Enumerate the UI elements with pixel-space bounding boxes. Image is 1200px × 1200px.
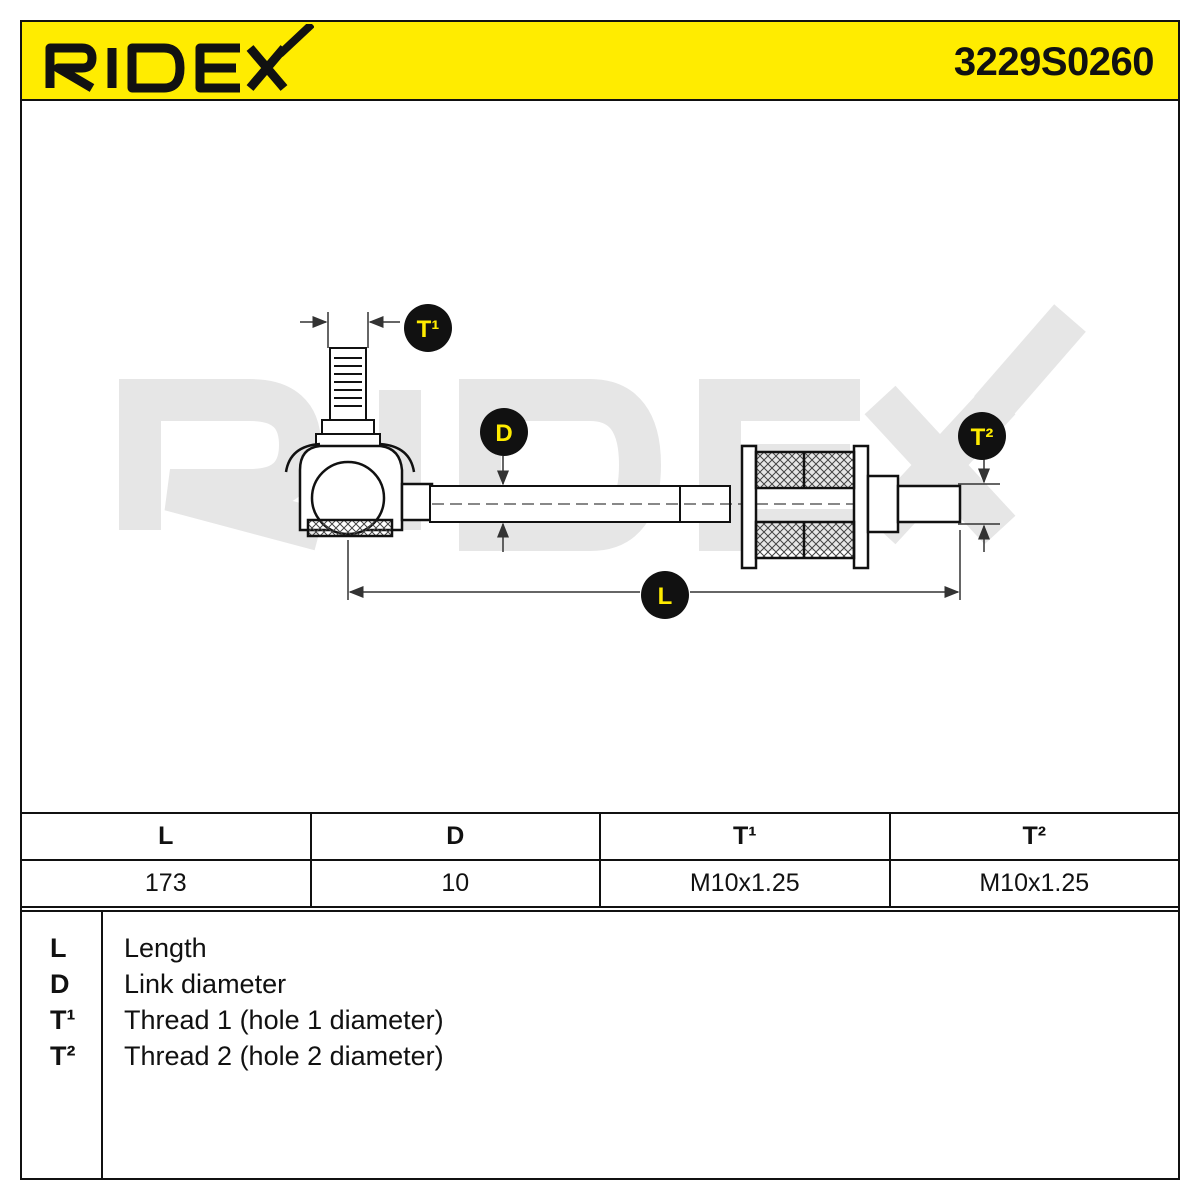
svg-text:T²: T²	[971, 424, 994, 451]
dimension-lines	[300, 312, 1000, 600]
spec-header-d: D	[309, 812, 601, 861]
legend-item: L Length	[22, 930, 1178, 966]
callout-t1: T¹	[404, 304, 452, 352]
callout-t2: T²	[958, 412, 1006, 460]
legend-desc: Length	[124, 933, 207, 963]
legend-divider	[101, 912, 103, 1178]
callout-l: L	[641, 571, 689, 619]
spec-header-t2: T²	[888, 812, 1180, 861]
ball-joint	[284, 442, 434, 538]
spec-table: L D T¹ T² 173 10 M10x1.25 M10x1.25	[20, 812, 1180, 908]
upper-stud	[315, 347, 381, 449]
callout-d: D	[480, 408, 528, 456]
legend-key: T¹	[50, 1005, 76, 1035]
svg-text:L: L	[658, 583, 673, 610]
header-bar: 3229S0260	[20, 20, 1180, 101]
legend-item: T² Thread 2 (hole 2 diameter)	[22, 1038, 1178, 1074]
legend-item: T¹ Thread 1 (hole 1 diameter)	[22, 1002, 1178, 1038]
bushing-assembly	[740, 444, 962, 570]
spec-value-l: 173	[20, 859, 312, 908]
legend-desc: Link diameter	[124, 969, 287, 999]
brand-logo	[45, 24, 314, 93]
spec-header-t1: T¹	[599, 812, 891, 861]
legend-desc: Thread 1 (hole 1 diameter)	[124, 1005, 444, 1035]
spec-value-d: 10	[309, 859, 601, 908]
technical-drawing: T¹ D T² L	[119, 304, 1086, 619]
spec-value-row: 173 10 M10x1.25 M10x1.25	[20, 859, 1180, 908]
legend-key: L	[50, 933, 67, 963]
legend-key: D	[50, 969, 70, 999]
link-rod	[429, 485, 950, 523]
legend-item: D Link diameter	[22, 966, 1178, 1002]
svg-text:T¹: T¹	[417, 316, 440, 343]
spec-header-row: L D T¹ T²	[20, 812, 1180, 861]
legend-panel: L Length D Link diameter T¹ Thread 1 (ho…	[20, 910, 1180, 1180]
spec-header-l: L	[20, 812, 312, 861]
legend-desc: Thread 2 (hole 2 diameter)	[124, 1041, 444, 1071]
part-number: 3229S0260	[953, 40, 1155, 84]
spec-value-t1: M10x1.25	[599, 859, 891, 908]
svg-text:D: D	[495, 420, 512, 447]
legend-key: T²	[50, 1041, 76, 1071]
spec-value-t2: M10x1.25	[888, 859, 1180, 908]
